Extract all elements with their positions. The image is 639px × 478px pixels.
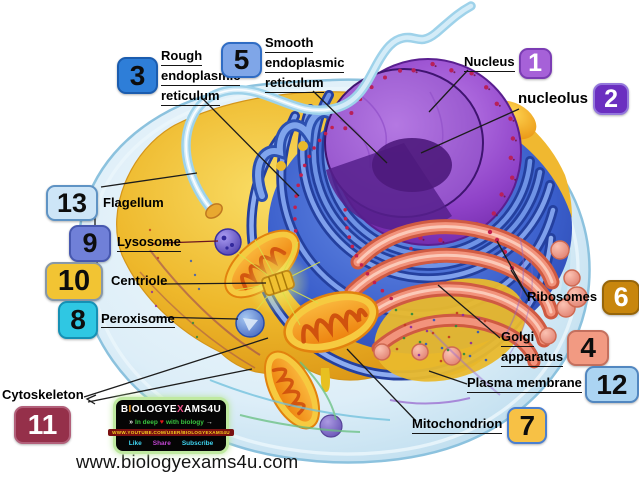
badge-5: 5 [221,42,262,78]
flagellum-label-text: Flagellum [103,194,164,210]
golgi-label-line: Golgi [501,329,535,347]
cytoskeleton-label-text: Cytoskeleton [2,387,84,402]
badge-2: 2 [593,83,630,115]
label-lysosome: 9 Lysosome [69,225,181,262]
smooth-er-label-line: endoplasmic [265,55,345,73]
label-nucleolus: nucleolus 2 [518,83,630,115]
cytoskeleton-fibers [209,237,533,433]
biologyexams4u-logo: BIOLOGYEXAMS4U » In deep ♥ with biology … [108,397,234,454]
label-peroxisome: 8 Peroxisome [58,301,175,339]
badge-4: 4 [567,330,610,367]
label-ribosomes: Ribosomes 6 [527,280,639,315]
label-centriole: 10 Centriole [45,262,167,301]
label-smooth-er: 5 Smooth endoplasmic reticulum [221,35,345,93]
badge-12: 12 [584,366,639,403]
badge-10: 10 [45,262,103,301]
heart-icon: ♥ [159,418,164,426]
rough-er-label-line: reticulum [161,88,220,106]
plasma-membrane-label-text: Plasma membrane [467,375,582,393]
mitochondrion-main [283,291,379,353]
cytoplasm-drip [320,368,330,392]
cytoplasm-speckles [148,228,488,363]
smooth-er-label-line: Smooth [265,35,314,53]
leader-lines [83,69,529,422]
badge-11: 11 [14,405,71,444]
peroxisome [235,308,265,338]
nucleus [324,58,522,246]
label-nucleus: Nucleus 1 [464,48,552,79]
peroxisome-label-text: Peroxisome [101,311,175,329]
nucleolus-label-text: nucleolus [518,90,589,108]
badge-8: 8 [58,301,98,339]
label-flagellum: 13 Flagellum [46,185,164,221]
rough-er-label-line: Rough [161,48,203,66]
mitochondrion-label-text: Mitochondrion [412,416,503,434]
golgi-label-line: apparatus [501,349,564,367]
label-cytoskeleton: Cytoskeleton 11 [2,387,84,444]
centriole [235,239,321,326]
arrow-right-icon: → [205,418,213,426]
basal-body [205,203,223,219]
label-mitochondrion: Mitochondrion 7 [412,407,548,444]
ribosome-dots [293,125,413,301]
vesicles [319,414,343,438]
subscribe-label: Subscribe [181,439,214,447]
logo-youtube-url: WWW.YOUTUBE.COM/USER/BIOLOGYEXAMS4U [108,429,234,437]
nucleolus [372,138,452,192]
centriole-label-text: Centriole [111,273,168,289]
smooth-er-label-line: reticulum [265,75,324,93]
flagellum [181,1,476,219]
label-golgi: Golgi apparatus 4 [501,329,610,367]
golgi-apparatus [344,219,588,369]
lysosome [214,228,242,256]
logo-actions: Like Share Subscribe [129,440,214,447]
golgi-vesicles [373,240,588,366]
badge-6: 6 [602,280,639,315]
nucleus-label-text: Nucleus [464,54,515,72]
badge-1: 1 [518,48,552,79]
logo-tagline: » In deep ♥ with biology → [129,418,213,426]
arrow-left-icon: » [129,418,134,426]
lysosome-label-text: Lysosome [117,234,181,252]
badge-13: 13 [46,185,98,221]
ribosomes-label-text: Ribosomes [527,289,598,305]
share-label: Share [152,439,171,447]
label-plasma-membrane: Plasma membrane 12 [467,366,639,403]
badge-3: 3 [117,57,158,94]
badge-7: 7 [507,407,548,444]
label-rough-er: 3 Rough endoplasmic reticulum [117,48,241,106]
website-url-text: www.biologyexams4u.com [76,451,299,472]
logo-brand: BIOLOGYEXAMS4U [120,404,222,416]
like-label: Like [128,439,142,447]
badge-9: 9 [69,225,111,262]
rough-er-label-line: endoplasmic [161,68,241,86]
